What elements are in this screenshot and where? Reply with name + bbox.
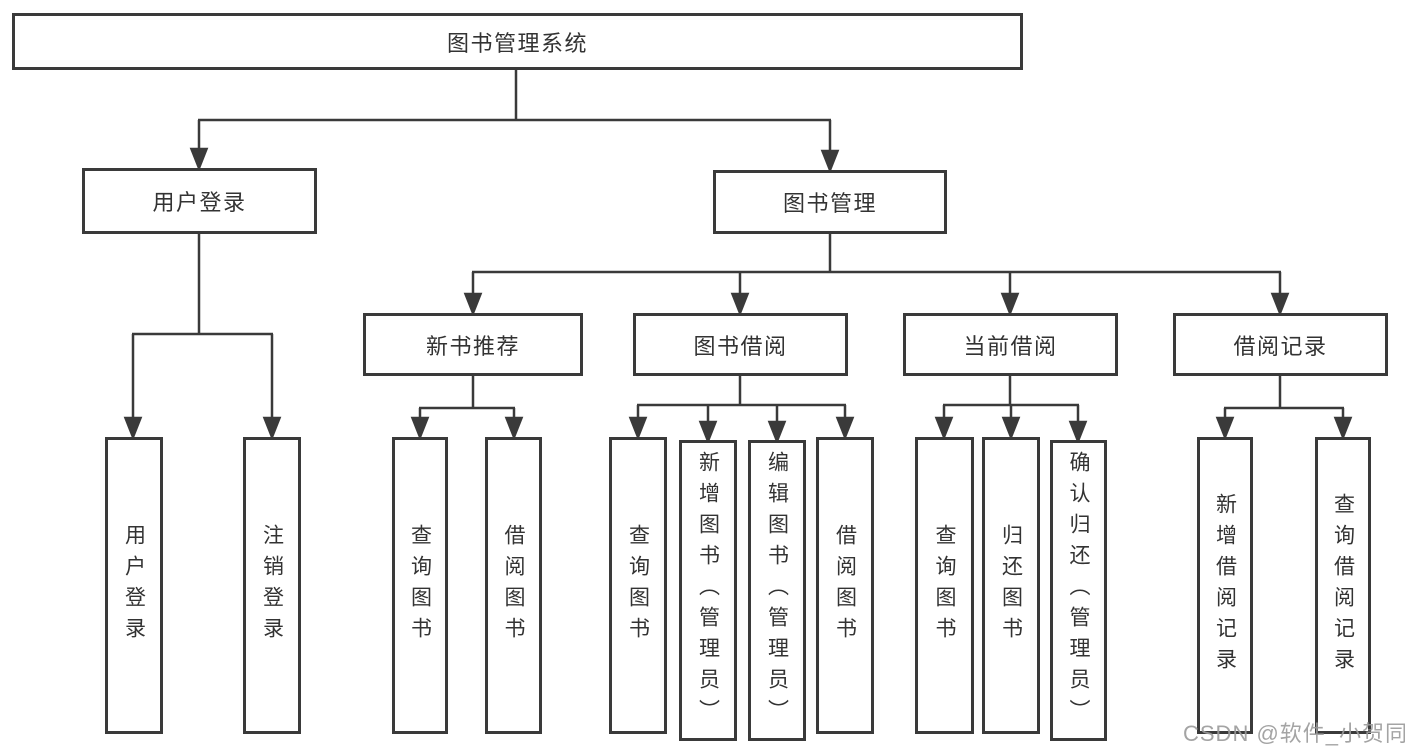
node-user-login-label: 用户登录 bbox=[152, 190, 247, 215]
leaf-search-books-bb-label: 查询图书 bbox=[626, 523, 650, 648]
leaf-confirm-return-admin: 确认归还（管理员） bbox=[1050, 440, 1107, 741]
node-borrow-records-label: 借阅记录 bbox=[1233, 333, 1328, 359]
node-book-borrow-label: 图书借阅 bbox=[693, 333, 788, 359]
node-book-borrow: 图书借阅 bbox=[633, 313, 848, 376]
leaf-search-books-nb: 查询图书 bbox=[392, 437, 448, 734]
node-user-login: 用户登录 bbox=[82, 168, 317, 234]
leaf-return-books-label: 归还图书 bbox=[999, 523, 1023, 648]
leaf-user-login-label: 用户登录 bbox=[122, 523, 146, 648]
leaf-borrow-books-nb-label: 借阅图书 bbox=[502, 523, 525, 648]
csdn-watermark: CSDN @软件_小贺同学 bbox=[1183, 721, 1405, 746]
leaf-search-borrow-record-label: 查询借阅记录 bbox=[1331, 492, 1355, 679]
node-book-management-label: 图书管理 bbox=[782, 191, 877, 216]
leaf-user-login: 用户登录 bbox=[105, 437, 163, 734]
node-borrow-records: 借阅记录 bbox=[1173, 313, 1388, 376]
leaf-add-borrow-record: 新增借阅记录 bbox=[1197, 437, 1253, 734]
leaf-add-books-admin-label: 新增图书（管理员） bbox=[696, 451, 720, 730]
node-current-borrow-label: 当前借阅 bbox=[963, 333, 1058, 359]
leaf-search-books-cb-label: 查询图书 bbox=[933, 523, 956, 648]
leaf-search-borrow-record: 查询借阅记录 bbox=[1315, 437, 1371, 734]
node-current-borrow: 当前借阅 bbox=[903, 313, 1118, 376]
leaf-borrow-books-nb: 借阅图书 bbox=[485, 437, 542, 734]
leaf-return-books: 归还图书 bbox=[982, 437, 1040, 734]
leaf-borrow-books-bb: 借阅图书 bbox=[816, 437, 874, 734]
node-book-management: 图书管理 bbox=[713, 170, 947, 234]
leaf-confirm-return-admin-label: 确认归还（管理员） bbox=[1067, 451, 1090, 730]
leaf-search-books-cb: 查询图书 bbox=[915, 437, 974, 734]
leaf-search-books-nb-label: 查询图书 bbox=[408, 523, 432, 648]
leaf-edit-books-admin: 编辑图书（管理员） bbox=[748, 440, 806, 741]
leaf-add-books-admin: 新增图书（管理员） bbox=[679, 440, 737, 741]
leaf-search-books-bb: 查询图书 bbox=[609, 437, 667, 734]
leaf-borrow-books-bb-label: 借阅图书 bbox=[833, 523, 857, 648]
leaf-add-borrow-record-label: 新增借阅记录 bbox=[1213, 492, 1237, 679]
leaf-logout-label: 注销登录 bbox=[260, 523, 284, 648]
node-new-book-recommend-label: 新书推荐 bbox=[425, 333, 520, 359]
node-new-book-recommend: 新书推荐 bbox=[363, 313, 583, 376]
node-root-label: 图书管理系统 bbox=[446, 30, 588, 56]
leaf-logout: 注销登录 bbox=[243, 437, 301, 734]
node-root: 图书管理系统 bbox=[12, 13, 1023, 70]
leaf-edit-books-admin-label: 编辑图书（管理员） bbox=[765, 451, 789, 730]
